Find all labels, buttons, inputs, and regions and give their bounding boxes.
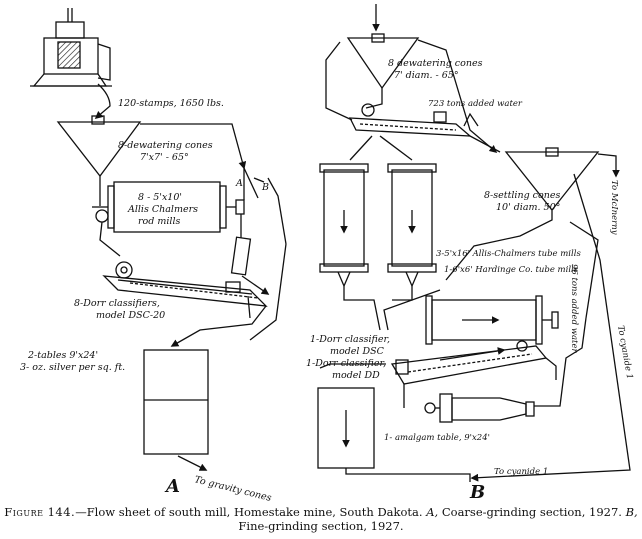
label-dorr-b2-2: model DD	[332, 370, 380, 381]
hardinge-tube-mill	[424, 393, 535, 423]
label-dorr-b1-1: 1-Dorr classifier,	[310, 334, 390, 345]
label-gate-a: A	[235, 178, 243, 189]
label-settling-1: 8-settling cones	[484, 190, 560, 201]
table-a	[143, 349, 209, 455]
label-cones-a-2: 7'x7' - 65°	[140, 152, 189, 163]
label-dorr-b1-2: model DSC	[330, 346, 385, 357]
section-b-letter: B	[469, 482, 485, 503]
label-stamps: 120-stamps, 1650 lbs.	[118, 98, 224, 109]
section-a	[30, 8, 287, 471]
dorr-classifier-b-lower	[390, 340, 548, 385]
label-cones-b-2: 7' diam. - 65°	[394, 70, 459, 81]
label-rod-mills-3: rod mills	[138, 216, 180, 227]
label-tube-mills-1: 3-5'x16' Allis-Chalmers tube mills	[436, 249, 581, 259]
label-amalgam: 1- amalgam table, 9'x24'	[384, 433, 490, 443]
dewatering-cone-a	[56, 115, 142, 194]
label-to-gravity: To gravity cones	[193, 474, 272, 504]
dewatering-cone-b	[346, 33, 420, 90]
label-cones-a-1: 8-dewatering cones	[118, 140, 213, 151]
label-rod-mills-1: 8 - 5'x10'	[138, 192, 182, 203]
label-gate-b: B	[261, 182, 269, 193]
section-a-letter: A	[164, 476, 180, 497]
label-tables-2: 3- oz. silver per sq. ft.	[20, 362, 125, 373]
label-dorr-b2-1: 1-Dorr classifier,	[306, 358, 386, 369]
caption-b-text: Fine-grinding section, 1927.	[238, 519, 404, 533]
label-to-cyanide-right: To cyanide 1	[615, 325, 634, 380]
caption-a-label: A,	[426, 505, 439, 519]
caption-b-label: B,	[625, 505, 638, 519]
caption-figure-number: Figure 144.	[4, 505, 76, 519]
settling-cone	[504, 147, 600, 212]
caption-line1: —Flow sheet of south mill, Homestake min…	[75, 505, 423, 519]
label-to-mcinerny: To McInerny	[609, 180, 619, 235]
label-tube-mills-2: 1-6'x6' Hardinge Co. tube mills	[444, 265, 579, 275]
figure-caption: Figure 144.—Flow sheet of south mill, Ho…	[4, 505, 638, 533]
label-settling-2: 10' diam. 50°	[496, 202, 560, 213]
stamp-battery-icon	[30, 8, 112, 87]
label-dorr-a-1: 8-Dorr classifiers,	[74, 298, 160, 309]
tube-mill-horizontal	[425, 295, 559, 345]
label-cones-b-1: 8 dewatering cones	[388, 58, 483, 69]
label-tables-1: 2-tables 9'x24'	[27, 350, 98, 361]
label-water-right: 96 tons added water	[569, 264, 579, 354]
section-b	[317, 4, 631, 482]
label-rod-mills-2: Allis Chalmers	[127, 204, 198, 215]
tube-mills-vertical	[319, 163, 437, 288]
rod-mill	[92, 181, 245, 233]
amalgam-table	[317, 387, 375, 469]
label-water-top: 723 tons added water	[428, 99, 523, 109]
caption-a-text: Coarse-grinding section, 1927.	[441, 505, 622, 519]
label-to-cyanide-bottom: To cyanide 1	[494, 467, 548, 477]
label-dorr-a-2: model DSC-20	[96, 310, 165, 321]
